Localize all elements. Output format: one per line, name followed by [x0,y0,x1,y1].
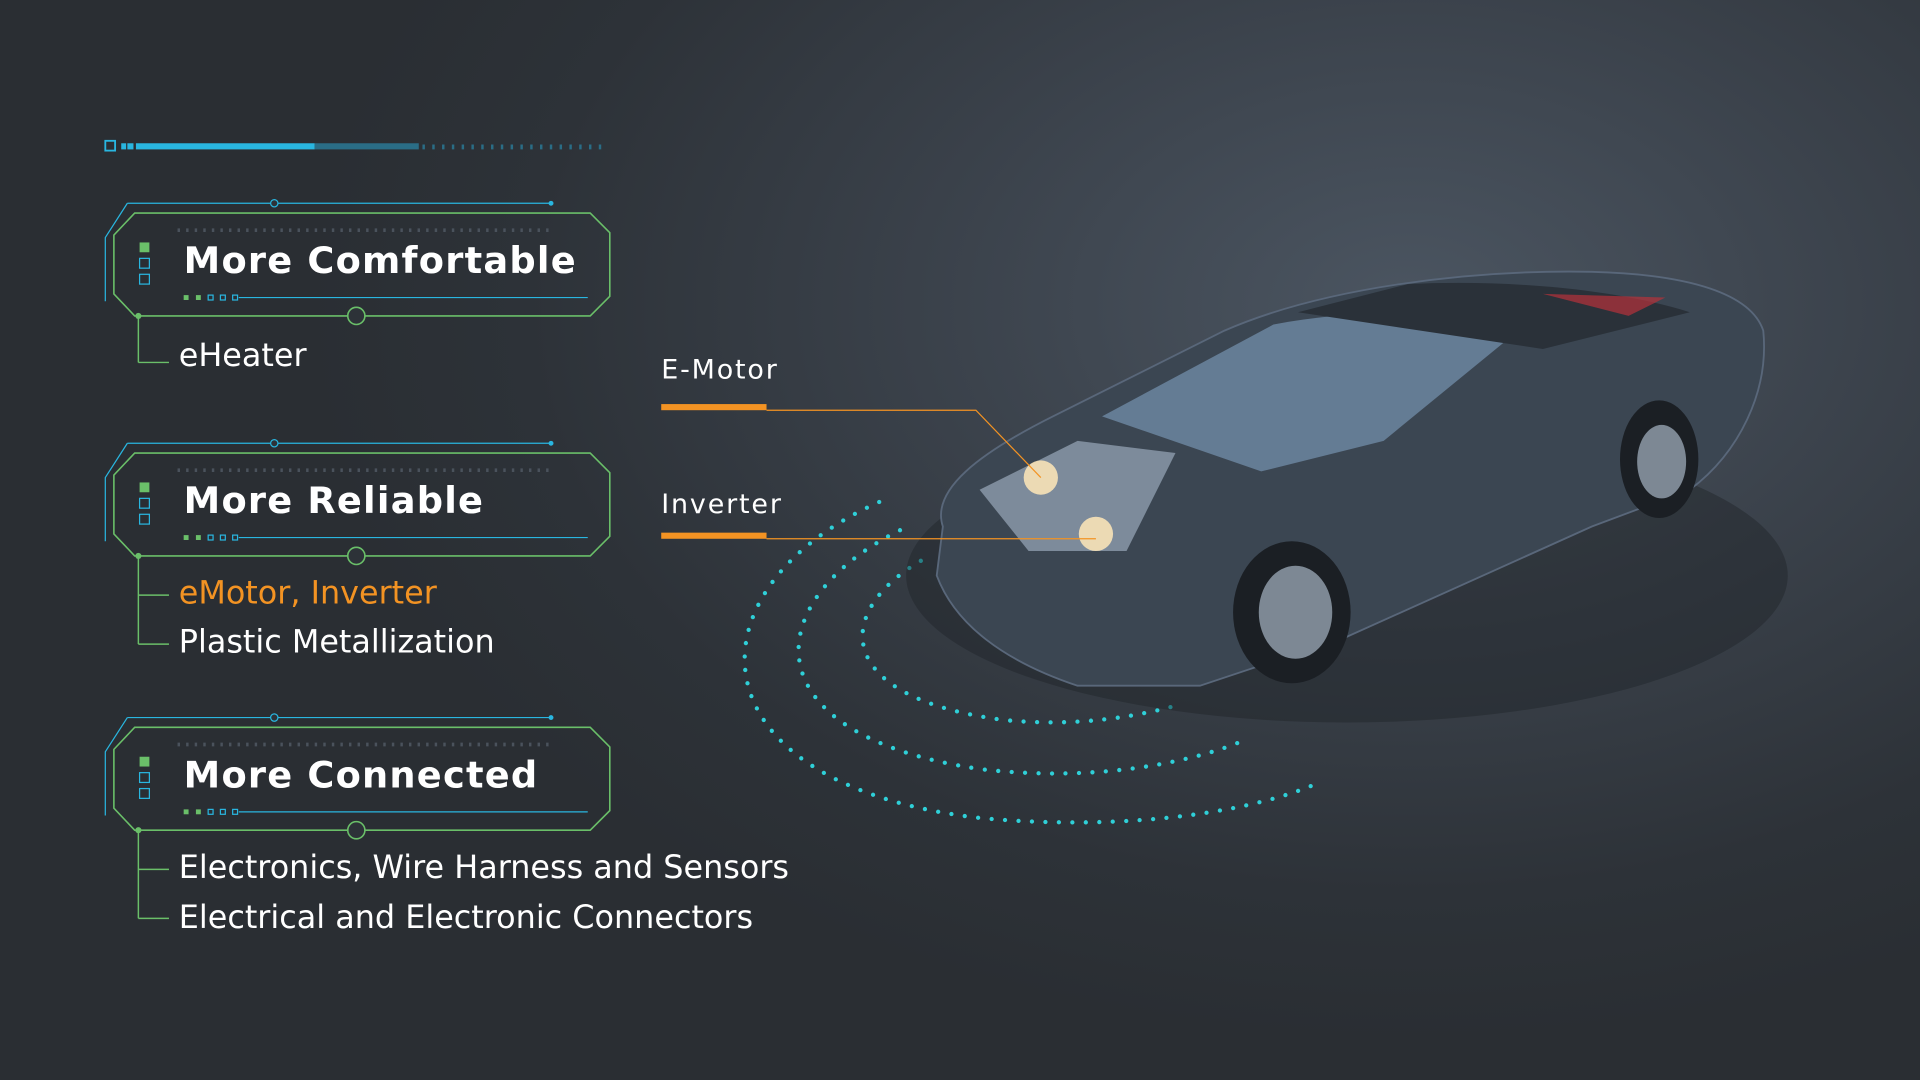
callout-emotor-label: E-Motor [661,355,779,386]
panel-frame [104,198,611,364]
section-title: More Comfortable [183,240,577,283]
section-item: eHeater [178,337,307,375]
section-item: Electronics, Wire Harness and Sensors [178,849,790,887]
section-title: More Connected [183,754,539,798]
callout-lines [661,404,1096,540]
section-item: Electrical and Electronic Connectors [178,900,754,937]
top-progress-bar [104,139,607,152]
panel-frame [104,713,611,920]
panel-frame [104,438,611,645]
section-title: More Reliable [183,480,485,523]
callout-inverter-label: Inverter [661,489,783,521]
car-illustration [906,270,1788,723]
signal-arcs [742,499,1319,825]
section-item-highlighted: eMotor, Inverter [178,575,437,613]
section-item: Plastic Metallization [178,624,495,662]
